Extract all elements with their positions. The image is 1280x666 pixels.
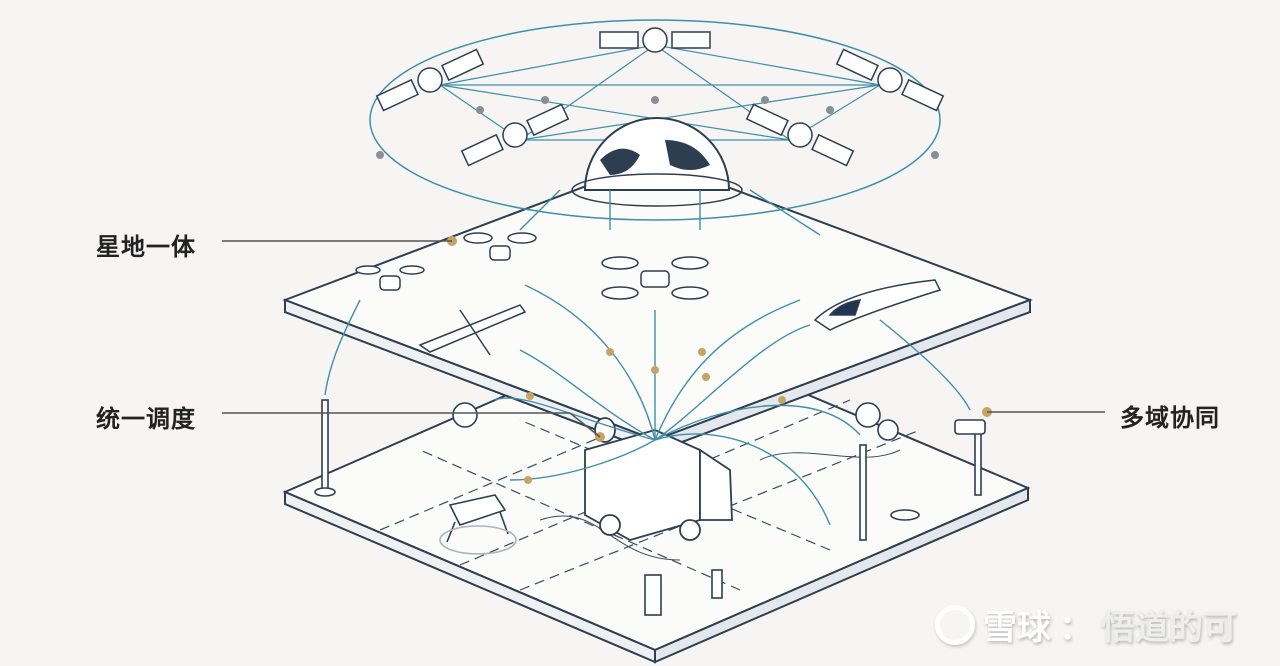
- watermark-separator: ：: [1059, 608, 1093, 648]
- label-multi-domain-collaboration: 多域协同: [1120, 404, 1220, 432]
- network-nodes: [376, 96, 939, 159]
- air-layer-plate: [282, 158, 1033, 454]
- watermark: 雪球：悟道的可: [935, 600, 1237, 649]
- label-leaders: [222, 240, 1105, 438]
- drone-icons: [355, 232, 942, 356]
- satellite-icons: [375, 27, 945, 167]
- globe-icon: [571, 117, 743, 207]
- watermark-author: 悟道的可: [1101, 608, 1237, 648]
- watermark-brand: 雪球: [983, 608, 1051, 648]
- xueqiu-logo-icon: [935, 604, 975, 645]
- label-satellite-ground-integration: 星地一体: [96, 233, 196, 261]
- label-unified-dispatch: 统一调度: [96, 405, 196, 433]
- ground-devices: [314, 399, 986, 616]
- command-vehicle-icon: [584, 417, 733, 541]
- satellite-orbit: [369, 19, 941, 221]
